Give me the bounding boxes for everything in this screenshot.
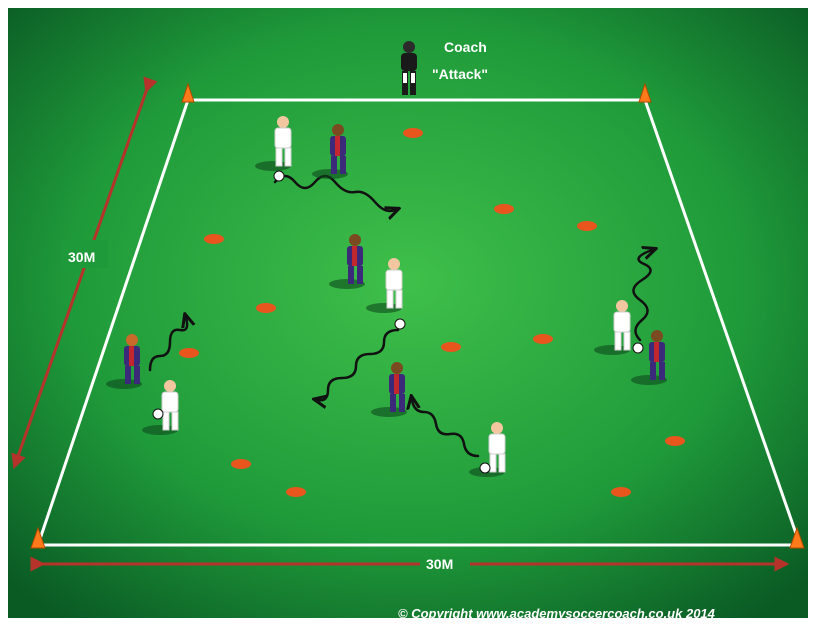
coach-label: Coach (444, 39, 487, 55)
marker-disc-icon (441, 342, 461, 352)
bottom-dimension-label: 30M (426, 556, 453, 572)
marker-disc-icon (533, 334, 553, 344)
marker-disc-icon (494, 204, 514, 214)
marker-disc-icon (204, 234, 224, 244)
marker-disc-icon (665, 436, 685, 446)
copyright-notice: © Copyright www.academysoccercoach.co.uk… (398, 606, 716, 621)
marker-disc-icon (577, 221, 597, 231)
ball-icon (633, 343, 643, 353)
marker-disc-icon (403, 128, 423, 138)
coach-instruction: "Attack" (432, 66, 488, 82)
marker-disc-icon (179, 348, 199, 358)
marker-disc-icon (286, 487, 306, 497)
ball-icon (480, 463, 490, 473)
ball-icon (153, 409, 163, 419)
marker-disc-icon (256, 303, 276, 313)
ball-icon (274, 171, 284, 181)
side-dimension-label: 30M (68, 249, 95, 265)
marker-disc-icon (231, 459, 251, 469)
ball-icon (395, 319, 405, 329)
marker-disc-icon (611, 487, 631, 497)
